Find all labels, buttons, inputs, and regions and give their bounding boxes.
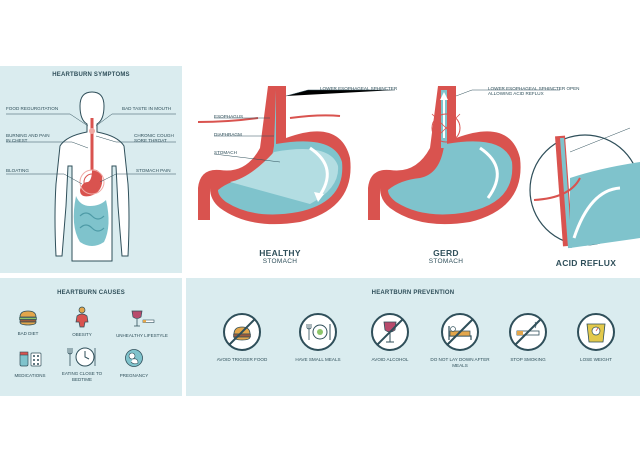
- prevention-label: DO NOT LAY DOWN AFTER MEALS: [430, 357, 490, 369]
- prevention-smoking: STOP SMOKING: [496, 312, 560, 363]
- prevention-label: HAVE SMALL MEALS: [295, 357, 341, 362]
- label-les: LOWER ESOPHAGEAL SPHINCTER: [320, 86, 398, 91]
- plate-clock-icon: [67, 347, 96, 367]
- cause-lifestyle: UNHEALTHY LIFESTYLE: [110, 310, 174, 339]
- prevention-label: STOP SMOKING: [510, 357, 546, 362]
- cause-label: OBESITY: [72, 332, 92, 337]
- scale-icon: [577, 313, 615, 351]
- caption-gerd-sub: STOMACH: [428, 258, 464, 265]
- caption-acid-reflux: ACID REFLUX: [546, 258, 626, 268]
- prevention-trigger-food: AVOID TRIGGER FOOD: [210, 312, 274, 363]
- symptom-cough: CHRONIC COUGH SORE THROAT: [134, 133, 174, 144]
- no-food-icon: [223, 313, 261, 351]
- label-les-open: LOWER ESOPHAGEAL SPHINCTER OPEN ALLOWING…: [488, 86, 580, 97]
- stomach-diagrams: [197, 86, 640, 249]
- caption-gerd: GERD STOMACH: [406, 248, 486, 265]
- label-diaphragm: DIAPHRAGM: [214, 132, 242, 137]
- cause-obesity: OBESITY: [64, 306, 100, 338]
- body-illustration: [6, 91, 176, 262]
- prevention-lay-down: DO NOT LAY DOWN AFTER MEALS: [428, 312, 492, 369]
- caption-gerd-title: GERD: [433, 248, 459, 258]
- symptom-bad-taste: BAD TASTE IN MOUTH: [122, 106, 172, 111]
- prevention-title: HEARTBURN PREVENTION: [371, 290, 455, 296]
- wine-cigarette-icon: [131, 310, 155, 327]
- person-icon: [75, 306, 89, 328]
- prevention-alcohol: AVOID ALCOHOL: [358, 312, 422, 363]
- small-meal-icon: [299, 313, 337, 351]
- cause-bedtime: EATING CLOSE TO BEDTIME: [56, 346, 108, 383]
- prevention-label: AVOID TRIGGER FOOD: [216, 357, 268, 362]
- cause-label: PREGNANCY: [119, 373, 149, 378]
- prevention-panel: [186, 278, 640, 396]
- symptom-bloating: BLOATING: [6, 168, 29, 173]
- acid-reflux-zoom: [529, 127, 640, 249]
- cause-medications: MEDICATIONS: [10, 350, 50, 379]
- prevention-label: LOSE WEIGHT: [580, 357, 612, 362]
- gerd-stomach: [368, 86, 560, 225]
- symptom-burning-chest: BURNING AND PAIN IN CHEST: [6, 133, 50, 144]
- symptom-food-regurgitation: FOOD REGURGITATION: [6, 106, 59, 111]
- causes-panel: [0, 278, 182, 396]
- cause-label: BAD DIET: [17, 331, 39, 336]
- cause-label: EATING CLOSE TO BEDTIME: [61, 371, 103, 382]
- no-smoking-icon: [509, 313, 547, 351]
- caption-healthy-sub: STOMACH: [262, 258, 298, 265]
- symptoms-title: HEARTBURN SYMPTOMS: [52, 72, 130, 78]
- cause-pregnancy: PREGNANCY: [116, 348, 152, 379]
- pills-icon: [19, 351, 42, 367]
- caption-healthy-title: HEALTHY: [259, 248, 301, 258]
- cause-label: MEDICATIONS: [14, 373, 46, 378]
- no-bed-icon: [441, 313, 479, 351]
- prevention-label: AVOID ALCOHOL: [371, 357, 409, 362]
- baby-icon: [125, 349, 143, 367]
- prevention-small-meals: HAVE SMALL MEALS: [286, 312, 350, 363]
- burger-icon: [19, 310, 37, 326]
- cause-bad-diet: BAD DIET: [10, 310, 46, 337]
- no-alcohol-icon: [371, 313, 409, 351]
- prevention-weight: LOSE WEIGHT: [564, 312, 628, 363]
- caption-reflux-title: ACID REFLUX: [555, 258, 617, 268]
- cause-label: UNHEALTHY LIFESTYLE: [116, 333, 168, 338]
- symptom-stomach-pain: STOMACH PAIN: [136, 168, 171, 173]
- caption-healthy: HEALTHY STOMACH: [240, 248, 320, 265]
- causes-title: HEARTBURN CAUSES: [57, 290, 125, 296]
- label-esophagus: ESOPHAGUS: [214, 114, 244, 119]
- healthy-stomach: [197, 86, 395, 225]
- label-stomach: STOMACH: [214, 150, 237, 155]
